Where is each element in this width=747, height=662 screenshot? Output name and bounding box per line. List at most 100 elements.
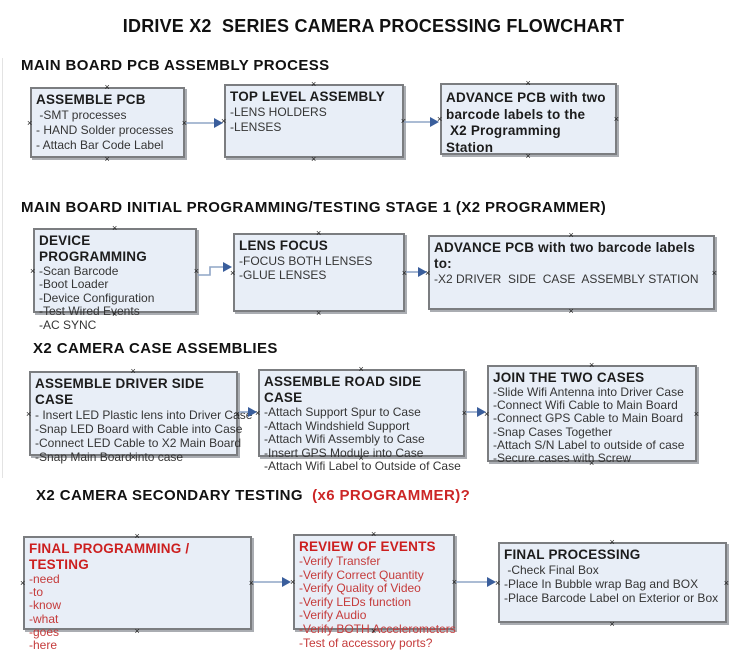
flow-box-lens-focus: LENS FOCUS -FOCUS BOTH LENSES-GLUE LENSE… xyxy=(230,228,407,318)
box-item: -Test of accessory ports? xyxy=(299,635,433,650)
box-title: TOP LEVEL ASSEMBLY xyxy=(230,89,385,104)
flow-box-advance-pcb-programming-station: ADVANCE PCB with two barcode labels to t… xyxy=(437,78,619,161)
box-item: -GLUE LENSES xyxy=(239,268,327,282)
connector-arrow xyxy=(406,267,427,277)
box-item: - Insert LED Plastic lens into Driver Ca… xyxy=(35,408,253,422)
connector-arrow xyxy=(186,118,223,128)
section-heading-initial-programming: MAIN BOARD INITIAL PROGRAMMING/TESTING S… xyxy=(21,199,606,216)
box-item: -what xyxy=(29,611,59,626)
box-items: -FOCUS BOTH LENSES-GLUE LENSES xyxy=(239,254,399,282)
connection-handle-icon: × xyxy=(609,619,615,629)
box-title: REVIEW OF EVENTS xyxy=(299,539,436,554)
box-item: -Snap Cases Together xyxy=(493,424,613,439)
connection-handle-icon: × xyxy=(104,82,110,92)
connection-handle-icon: × xyxy=(613,114,619,124)
box-item: -Snap Main Board into case xyxy=(35,450,184,464)
connection-handle-icon: × xyxy=(609,537,615,547)
connection-handle-icon: × xyxy=(26,408,32,419)
flow-box-final-programming-testing: FINAL PROGRAMMING / TESTING -need-to-kno… xyxy=(20,531,254,652)
connector-arrow xyxy=(239,407,257,417)
section-heading-secondary-testing: X2 CAMERA SECONDARY TESTING (x6 PROGRAMM… xyxy=(36,487,470,504)
connection-handle-icon: × xyxy=(589,360,595,370)
box-item: -Check Final Box xyxy=(504,563,599,577)
box-item: -Test Wired Events xyxy=(39,304,140,319)
box-item: -Verify Transfer xyxy=(299,554,381,568)
box-item: -goes xyxy=(29,624,60,639)
connection-handle-icon: × xyxy=(711,267,717,278)
section-heading-case-assemblies: X2 CAMERA CASE ASSEMBLIES xyxy=(33,340,278,357)
box-items: -X2 DRIVER SIDE CASE ASSEMBLY STATION xyxy=(434,272,709,286)
flow-box-top-level-assembly: TOP LEVEL ASSEMBLY -LENS HOLDERS-LENSES … xyxy=(221,79,406,164)
flow-box-review-of-events: REVIEW OF EVENTS -Verify Transfer-Verify… xyxy=(290,530,457,650)
connection-handle-icon: × xyxy=(693,408,699,419)
box-item: -Verify Audio xyxy=(299,608,367,623)
connection-handle-icon: × xyxy=(130,366,136,376)
box-item: -need xyxy=(29,572,60,586)
box-item: -Connect GPS Cable to Main Board xyxy=(493,411,684,426)
flow-box-assemble-driver-side-case: ASSEMBLE DRIVER SIDE CASE - Insert LED P… xyxy=(26,366,253,465)
box-title: JOIN THE TWO CASES xyxy=(493,370,645,385)
flow-box-join-the-two-cases: JOIN THE TWO CASES -Slide Wifi Antenna i… xyxy=(484,360,699,468)
connection-handle-icon: × xyxy=(568,306,574,316)
connection-handle-icon: × xyxy=(568,230,574,240)
box-item: -Connect LED Cable to X2 Main Board xyxy=(35,436,242,450)
heading-text: MAIN BOARD INITIAL PROGRAMMING/TESTING S… xyxy=(21,199,607,216)
heading-text: MAIN BOARD PCB ASSEMBLY PROCESS xyxy=(21,57,330,74)
connection-handle-icon: × xyxy=(358,364,364,374)
connection-handle-icon: × xyxy=(316,228,322,238)
box-item: -AC SYNC xyxy=(39,317,97,332)
flow-box-final-processing: FINAL PROCESSING -Check Final Box-Place … xyxy=(495,537,729,629)
connector-elbow-arrow xyxy=(198,262,232,276)
box-item: -here xyxy=(29,638,58,653)
box-item: -Verify Correct Quantity xyxy=(299,567,424,582)
connection-handle-icon: × xyxy=(20,578,26,588)
box-item: -Attach S/N Label to outside of case xyxy=(493,437,685,452)
box-items: -Check Final Box-Place In Bubble wrap Ba… xyxy=(504,563,721,605)
box-items: -SMT processes- HAND Solder processes- A… xyxy=(36,108,179,153)
box-item: -Connect Wifi Cable to Main Board xyxy=(493,398,678,413)
box-item: -Verify LEDs function xyxy=(299,594,412,609)
page-title: IDRIVE X2 SERIES CAMERA PROCESSING FLOWC… xyxy=(122,16,625,36)
box-title: ADVANCE PCB with two barcode labels to: xyxy=(434,240,699,271)
box-item: - HAND Solder processes xyxy=(36,123,174,137)
heading-red-text: (x6 PROGRAMMER)? xyxy=(307,487,471,504)
box-item: -FOCUS BOTH LENSES xyxy=(239,254,373,268)
box-item: -Place In Bubble wrap Bag and BOX xyxy=(504,577,699,591)
box-item: -Scan Barcode xyxy=(39,264,119,278)
heading-text: X2 CAMERA SECONDARY TESTING xyxy=(36,487,308,504)
connection-handle-icon: × xyxy=(723,577,729,588)
box-item: -Secure cases with Screw xyxy=(493,451,632,466)
connector-arrow xyxy=(456,577,496,587)
box-item: - Attach Bar Code Label xyxy=(36,138,164,152)
connector-arrow xyxy=(253,577,291,587)
box-item: -LENS HOLDERS xyxy=(230,105,327,119)
box-item: -LENSES xyxy=(230,120,282,134)
box-items: -need-to-know-what-goes-here xyxy=(29,572,246,653)
box-item: -Insert GPS Module into Case xyxy=(264,445,424,460)
box-item: -X2 DRIVER SIDE CASE ASSEMBLY STATION xyxy=(434,272,699,286)
box-item: -Boot Loader xyxy=(39,277,109,292)
box-item: -Verify BOTH Accelerometers xyxy=(299,621,456,636)
box-item: -Attach Windshield Support xyxy=(264,418,410,433)
heading-text: X2 CAMERA CASE ASSEMBLIES xyxy=(33,340,278,357)
section-heading-pcb-assembly: MAIN BOARD PCB ASSEMBLY PROCESS xyxy=(21,57,330,74)
canvas-edge-line xyxy=(2,58,3,478)
box-items: -Slide Wifi Antenna into Driver Case-Con… xyxy=(493,385,691,466)
connection-handle-icon: × xyxy=(525,78,531,88)
box-item: -Device Configuration xyxy=(39,290,155,305)
box-item: -SMT processes xyxy=(36,108,127,122)
connection-handle-icon: × xyxy=(316,308,322,318)
connector-arrow xyxy=(404,117,439,127)
box-title: DEVICE PROGRAMMING xyxy=(39,233,147,264)
box-item: -Attach Wifi Assembly to Case xyxy=(264,432,425,447)
connection-handle-icon: × xyxy=(311,79,317,89)
box-title: ADVANCE PCB with two barcode labels to t… xyxy=(446,90,606,155)
box-item: -Verify Quality of Video xyxy=(299,581,421,596)
box-title: ASSEMBLE PCB xyxy=(36,92,146,107)
box-item: -Slide Wifi Antenna into Driver Case xyxy=(493,385,684,399)
box-title: FINAL PROCESSING xyxy=(504,547,641,562)
connection-handle-icon: × xyxy=(134,531,140,541)
connection-handle-icon: × xyxy=(112,223,118,233)
connection-handle-icon: × xyxy=(30,265,36,276)
